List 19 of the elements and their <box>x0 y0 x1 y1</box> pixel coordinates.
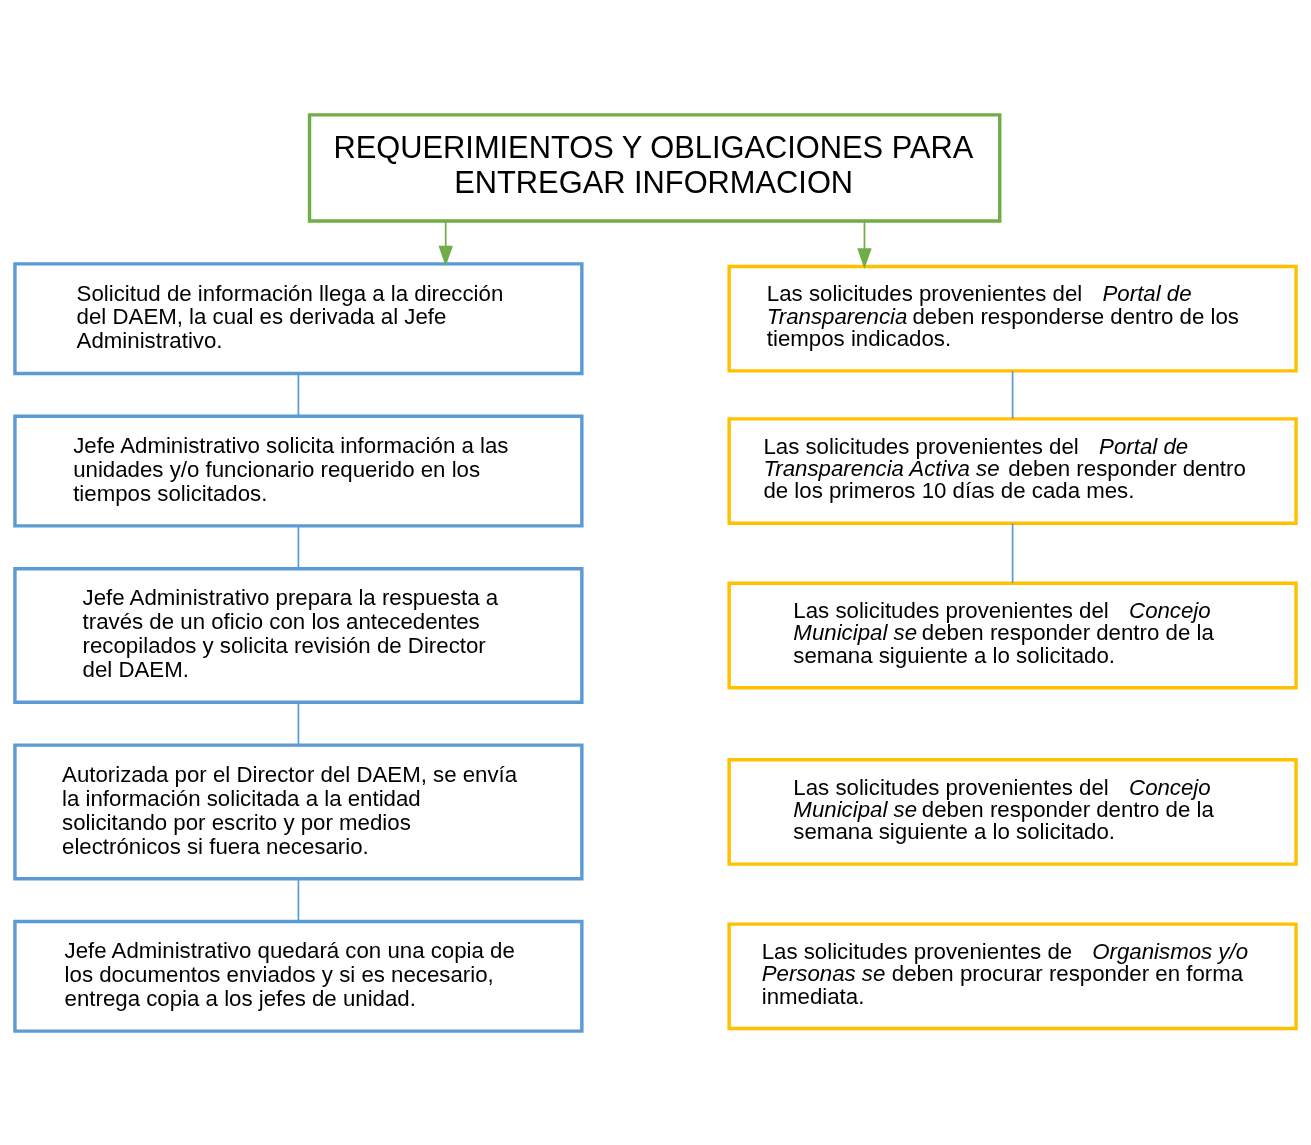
node-box: Las solicitudes provenientes de Organismos y/o Personas se deben procurar responder en forma inmediata. <box>727 921 1298 1030</box>
connector <box>297 372 300 417</box>
connector <box>297 877 300 922</box>
node-box: Las solicitudes provenientes del Concejo Municipal se deben responder dentro de la semana siguiente a lo solicitado. <box>727 757 1298 866</box>
node-box: Jefe Administrativo prepara la respuesta a través de un oficio con los antecedentes recopilados y solicita revisión de Director del DAEM. <box>13 566 584 704</box>
node-box: Las solicitudes provenientes del Portal de Transparencia deben responderse dentro de los tiempos indicados. <box>727 264 1298 373</box>
node-box: Solicitud de información llega a la dirección del DAEM, la cual es derivada al Jefe Administrativo. <box>13 261 584 375</box>
node-box: REQUERIMIENTOS Y OBLIGACIONES PARA ENTREGAR INFORMACION <box>307 112 1002 223</box>
node-box: Autorizada por el Director del DAEM, se envía la información solicitada a la entidad solicitando por escrito y por medios electrónicos si fuera necesario. <box>13 742 584 880</box>
connector <box>1011 522 1014 584</box>
node-box: Las solicitudes provenientes del Portal de Transparencia Activa se deben responder dentro de los primeros 10 días de cada mes. <box>727 416 1298 525</box>
node-box: Las solicitudes provenientes del Concejo Municipal se deben responder dentro de la semana siguiente a lo solicitado. <box>727 581 1298 689</box>
node-box: Jefe Administrativo quedará con una copia de los documentos enviados y si es necesario, entrega copia a los jefes de unidad. <box>13 919 584 1033</box>
arrow <box>857 220 872 269</box>
arrow <box>438 220 453 266</box>
connector <box>297 524 300 569</box>
node-box: Jefe Administrativo solicita información a las unidades y/o funcionario requerido en los tiempos solicitados. <box>13 414 584 528</box>
connector <box>297 701 300 746</box>
connector <box>1011 369 1014 419</box>
